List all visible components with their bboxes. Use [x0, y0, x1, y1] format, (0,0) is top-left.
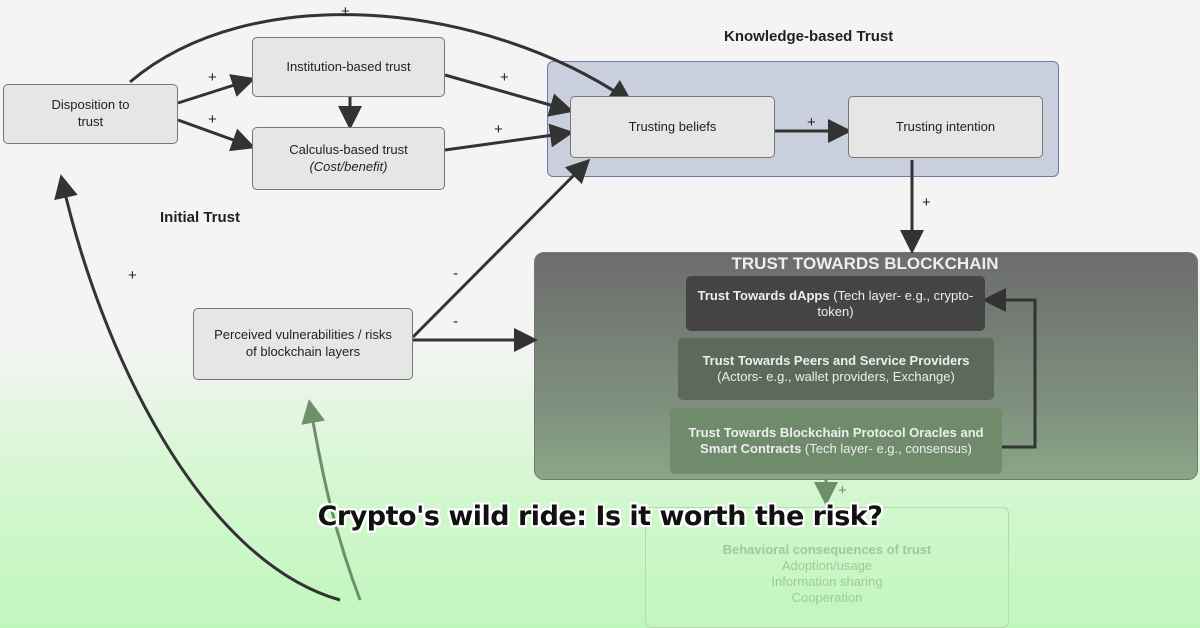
arrow-feedback-disposition [54, 174, 341, 602]
arrow-institution-beliefs [444, 73, 574, 117]
sign-plus: + [500, 69, 509, 86]
layer-title: Trust Towards Blockchain Protocol Oracle… [688, 425, 984, 456]
layer-dapps: Trust Towards dApps (Tech layer- e.g., c… [686, 276, 985, 331]
blockchain-title: TRUST TOWARDS BLOCKCHAIN [731, 254, 999, 273]
consequence-item: Adoption/usage [781, 558, 873, 573]
calculus-box: Calculus-based trust(Cost/benefit) [252, 127, 445, 190]
institution-text: Institution-based trust [286, 58, 411, 74]
disposition-text: Disposition to trust [51, 97, 130, 129]
vulnerabilities-text: Perceived vulnerabilities / risks of blo… [214, 327, 392, 359]
sign-plus: + [838, 482, 847, 499]
calculus-text: Calculus-based trust [289, 141, 408, 157]
consequences-title: Behavioral consequences of trust [722, 542, 932, 557]
arrow-calculus-beliefs [444, 123, 574, 152]
calculus-subtext: (Cost/benefit) [309, 158, 388, 174]
headline: Crypto's wild ride: Is it worth the risk… [317, 501, 883, 532]
sign-plus: + [341, 3, 350, 20]
arrow-disposition-institution [177, 74, 256, 105]
sign-plus: + [208, 111, 217, 128]
knowledge-based-trust-label: Knowledge-based Trust [724, 28, 894, 45]
layer-desc: (Tech layer- e.g., crypto-token) [817, 287, 974, 319]
sign-plus: + [807, 114, 816, 131]
arrow-vulnerabilities-beliefs [411, 158, 591, 339]
arrow-loop-layers [982, 288, 1037, 449]
trusting-beliefs-box: Trusting beliefs [570, 96, 775, 158]
sign-plus: + [494, 121, 503, 138]
layer-protocol: Trust Towards Blockchain Protocol Oracle… [670, 408, 1002, 474]
layer-desc: (Actors- e.g., wallet providers, Exchang… [717, 369, 955, 384]
intention-text: Trusting intention [895, 118, 996, 134]
sign-plus: + [128, 267, 137, 284]
layer-desc: (Tech layer- e.g., consensus) [804, 441, 972, 456]
arrow-disposition-calculus [177, 118, 256, 152]
sign-plus: + [208, 69, 217, 86]
arrow-disposition-beliefs [129, 13, 633, 104]
arrow-feedback-vulnerabilities [301, 399, 362, 601]
initial-trust-label: Initial Trust [160, 209, 241, 226]
vulnerabilities-box: Perceived vulnerabilities / risks of blo… [193, 308, 413, 380]
beliefs-text: Trusting beliefs [628, 118, 717, 134]
sign-minus: - [453, 313, 458, 330]
layer-peers: Trust Towards Peers and Service Provider… [678, 338, 994, 400]
sign-plus: + [922, 194, 931, 211]
consequence-item: Information sharing [771, 574, 883, 589]
disposition-box: Disposition to trust [3, 84, 178, 144]
consequence-item: Cooperation [791, 590, 863, 605]
institution-box: Institution-based trust [252, 37, 445, 97]
trusting-intention-box: Trusting intention [848, 96, 1043, 158]
layer-title: Trust Towards dApps [697, 287, 830, 303]
layer-title: Trust Towards Peers and Service Provider… [702, 353, 970, 369]
sign-minus: - [453, 265, 458, 282]
